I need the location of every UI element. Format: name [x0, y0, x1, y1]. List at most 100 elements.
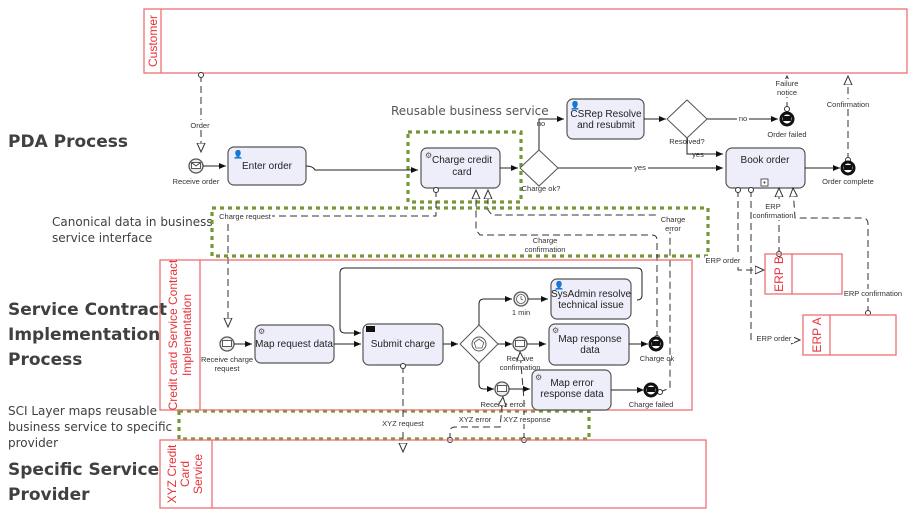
task-submit-charge[interactable]: Submit charge: [362, 323, 444, 366]
event-receive-order[interactable]: Receive order: [173, 158, 220, 186]
canonical-note-line-1: Canonical data in business: [52, 215, 213, 229]
pool-xyz-credit-card-service: XYZ Credit Card Service: [159, 439, 707, 509]
task-charge-credit-card[interactable]: ⚙ Charge credit card: [420, 147, 501, 189]
pool-erp-a: ERP A: [802, 314, 897, 356]
flow-label-yes-1: yes: [634, 163, 646, 172]
flow-label-xyz-response: XYZ response: [503, 415, 551, 424]
task-map-request-data[interactable]: ⚙ Map request data: [254, 324, 335, 364]
flow-label-erp-conf-1: ERP: [765, 202, 780, 211]
sci-heading-line-3: Process: [8, 350, 83, 370]
user-icon: 👤: [570, 100, 580, 110]
envelope-icon: [515, 340, 525, 347]
receive-charge-label-1: Receive charge: [201, 355, 253, 364]
event-charge-failed[interactable]: Charge failed: [629, 382, 674, 409]
envelope-icon: [783, 116, 791, 121]
sci-note-line-1: SCI Layer maps reusable: [8, 404, 157, 418]
flow-label-erp-order-b: ERP order: [706, 256, 741, 265]
flow-label-erp-order-a: ERP order: [757, 334, 792, 343]
pool-xyz-label-2: Card: [178, 461, 192, 487]
receive-error-label: Receive error: [480, 400, 526, 409]
pool-sci-label-1: Credit card Service Contract: [166, 259, 180, 410]
sci-note-line-3: provider: [8, 436, 58, 450]
gateway-charge-ok[interactable]: Charge ok?: [519, 149, 561, 193]
task-submit-charge-label: Submit charge: [371, 339, 436, 350]
charge-failed-label: Charge failed: [629, 400, 674, 409]
task-map-response-data[interactable]: ⚙ Map response data: [548, 323, 630, 366]
pool-erp-b-label: ERP B: [772, 256, 786, 292]
flow-label-failure-2: notice: [777, 88, 797, 97]
envelope-icon: [647, 387, 655, 392]
pentagon-icon: [473, 338, 485, 349]
sci-note-line-2: business service to specific: [8, 420, 173, 434]
pool-sci-label-2: Implementation: [180, 294, 194, 376]
provider-heading: Specific Service Provider: [8, 458, 159, 508]
event-receive-error[interactable]: Receive error: [480, 381, 526, 409]
canonical-note-line-2: service interface: [52, 231, 153, 245]
service-gear-icon: ⚙: [535, 373, 542, 382]
pool-xyz-label-1: XYZ Credit: [165, 444, 179, 503]
task-sysadmin-resolve[interactable]: 👤 SysAdmin resolve technical issue: [550, 278, 632, 320]
task-csrep-resolve[interactable]: 👤 CSRep Resolve and resubmit: [566, 98, 645, 140]
flow-label-failure-1: Failure: [776, 79, 799, 88]
csrep-label-1: CSRep Resolve: [570, 109, 642, 120]
gateway-charge-ok-label: Charge ok?: [522, 184, 561, 193]
service-gear-icon: ⚙: [258, 327, 265, 336]
flow-label-charge-conf-2: confirmation: [525, 245, 566, 254]
receive-order-label: Receive order: [173, 177, 220, 186]
pool-customer-label: Customer: [146, 15, 160, 67]
task-enter-order[interactable]: 👤 Enter order: [227, 146, 307, 186]
send-envelope-icon: [366, 326, 375, 332]
flow-label-yes-2: yes: [692, 150, 704, 159]
task-map-error-response[interactable]: ⚙ Map error response data: [531, 369, 612, 411]
service-gear-icon: ⚙: [552, 326, 559, 335]
sci-note: SCI Layer maps reusable business service…: [8, 403, 172, 451]
canonical-interface-box: [210, 206, 710, 258]
flow-label-xyz-error: XYZ error: [459, 415, 492, 424]
message-flow-erp-confirmation-a: [793, 188, 868, 313]
message-flow-erp-order-b: [738, 190, 764, 270]
canonical-note: Canonical data in business service inter…: [52, 214, 213, 246]
flow-label-no-1: no: [537, 119, 545, 128]
sci-heading-line-2: Implementation: [8, 325, 161, 345]
charge-ok-label: Charge ok: [640, 354, 675, 363]
event-receive-charge-request[interactable]: Receive charge request: [201, 336, 253, 373]
timer-label: 1 min: [512, 308, 530, 317]
task-enter-order-label: Enter order: [242, 161, 293, 172]
map-response-label-1: Map response: [558, 334, 622, 345]
pool-erp-a-label: ERP A: [810, 317, 824, 352]
flow-label-no-2: no: [739, 114, 747, 123]
event-timer-1min[interactable]: 1 min: [512, 291, 530, 317]
envelope-icon: [222, 340, 232, 347]
envelope-icon: [844, 165, 852, 170]
provider-heading-line-1: Specific Service: [8, 460, 160, 480]
event-order-complete[interactable]: Order complete: [822, 160, 874, 186]
envelope-icon: [652, 341, 660, 346]
reusable-service-note: Reusable business service: [391, 104, 549, 118]
flow-label-charge-error-2: error: [665, 224, 681, 233]
charge-label-2: card: [452, 167, 471, 178]
pool-xyz-label-3: Service: [191, 454, 205, 494]
gateway-event-based[interactable]: [459, 324, 499, 364]
envelope-icon: [497, 385, 507, 392]
event-charge-ok[interactable]: Charge ok: [640, 336, 675, 363]
charge-label-1: Charge credit: [432, 155, 492, 166]
user-icon: 👤: [233, 149, 243, 159]
csrep-label-2: and resubmit: [577, 120, 635, 131]
flow-label-erp-conf-a: ERP confirmation: [844, 289, 902, 298]
flow-label-confirmation: Confirmation: [827, 100, 870, 109]
order-failed-label: Order failed: [767, 130, 806, 139]
sysadmin-label-2: technical issue: [558, 300, 624, 311]
pool-credit-card-sci: Credit card Service Contract Implementat…: [159, 259, 693, 411]
event-receive-confirmation[interactable]: Receive confirmation: [500, 336, 541, 372]
sci-process-heading: Service Contract Implementation Process: [8, 298, 167, 373]
flow-label-xyz-request: XYZ request: [382, 419, 425, 428]
provider-heading-line-2: Provider: [8, 485, 90, 505]
event-order-failed[interactable]: Order failed: [767, 111, 807, 139]
task-book-order[interactable]: Book order: [725, 147, 806, 189]
map-error-label-2: response data: [540, 389, 604, 400]
sci-layer-box: [177, 409, 591, 441]
user-icon: 👤: [554, 280, 564, 290]
task-map-request-label: Map request data: [255, 339, 333, 350]
task-book-order-label: Book order: [741, 155, 791, 166]
